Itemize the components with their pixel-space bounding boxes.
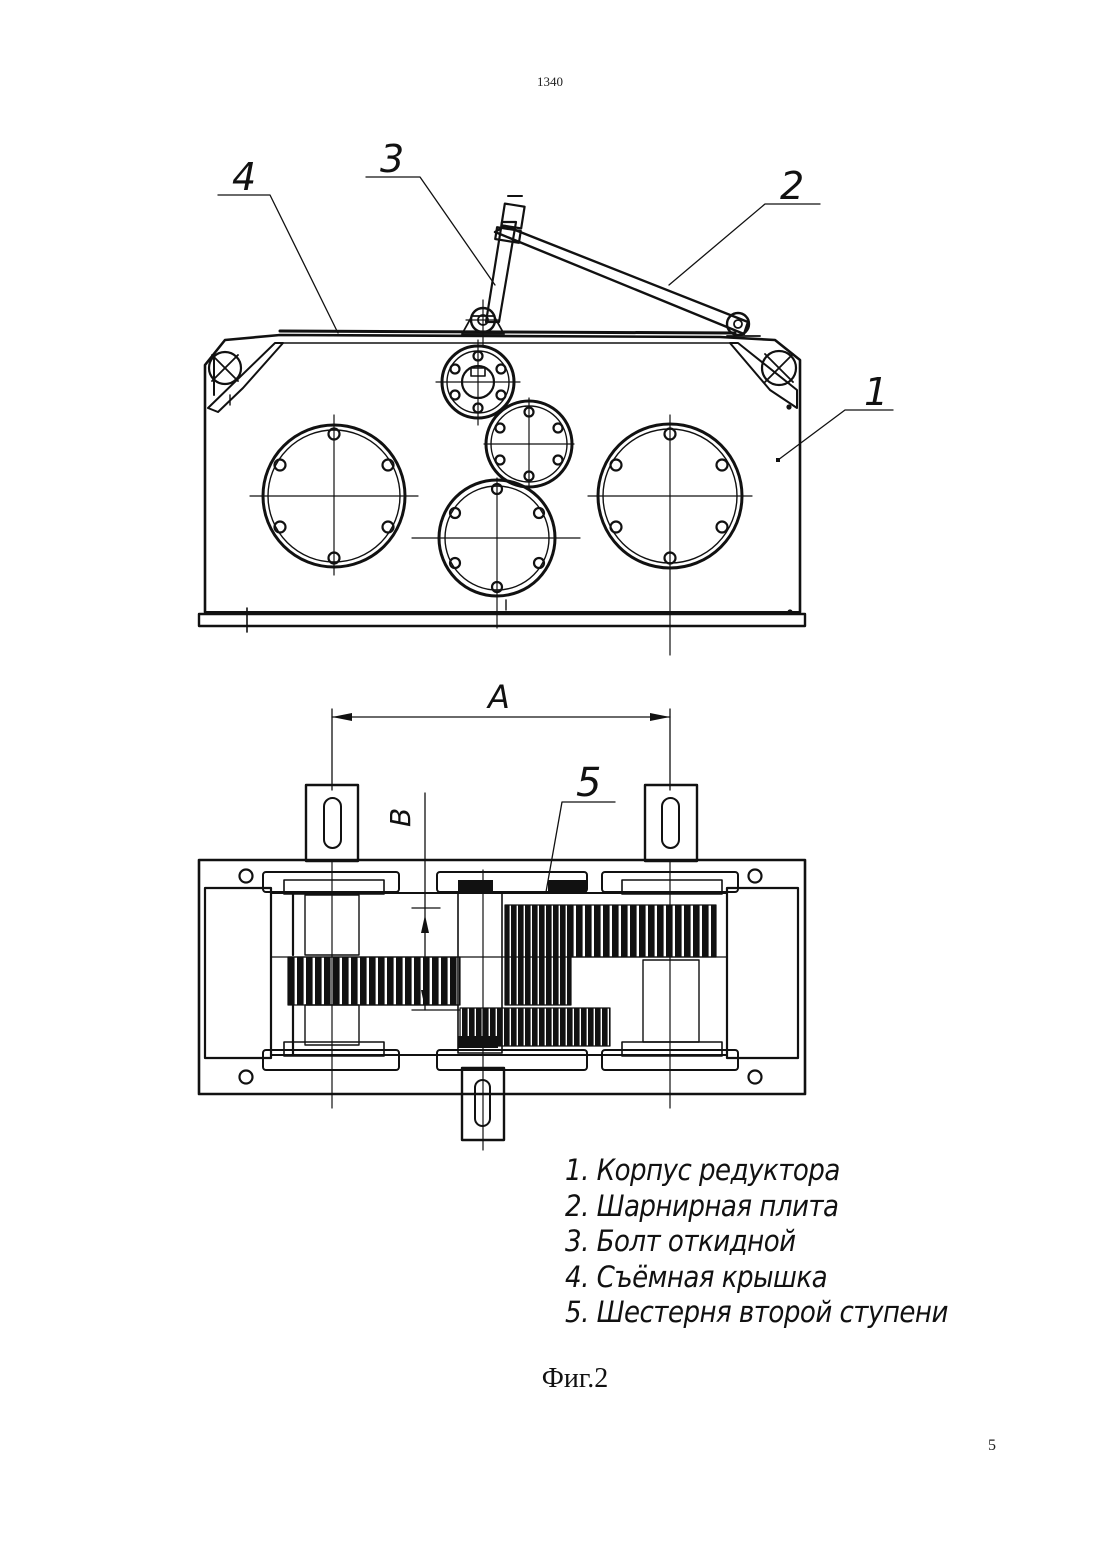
bearing-cover-left (250, 415, 418, 575)
legend-item-1: 1. Корпус редуктора (565, 1153, 948, 1189)
bearing-cover-bottom (412, 478, 580, 628)
callout-5-leader (546, 802, 615, 892)
gear-second-stage (458, 880, 716, 1048)
legend-item-4: 4. Съёмная крышка (565, 1260, 948, 1296)
callout-2: 2 (780, 164, 804, 208)
figure-caption: Фиг.2 (0, 1363, 1100, 1395)
bearing-cover-right (588, 415, 752, 655)
legend-item-3: 3. Болт откидной (565, 1224, 948, 1260)
plan-view (199, 785, 805, 1150)
swing-bolt (462, 196, 525, 345)
callout-1: 1 (864, 370, 888, 414)
legend-item-5: 5. Шестерня второй ступени (565, 1295, 948, 1331)
callout-5: 5 (576, 760, 601, 806)
gear-first-stage (288, 957, 460, 1005)
dimension-a-label: A (486, 678, 510, 716)
dimension-b-label: B (384, 808, 417, 827)
parts-legend: 1. Корпус редуктора 2. Шарнирная плита 3… (565, 1153, 990, 1331)
dimension-a (332, 709, 670, 790)
callout-4: 4 (232, 155, 256, 199)
page-number: 5 (988, 1437, 996, 1455)
removable-cover (280, 331, 735, 333)
front-view (199, 196, 805, 655)
callout-3: 3 (380, 137, 404, 181)
legend-item-2: 2. Шарнирная плита (565, 1189, 948, 1225)
output-shaft-left (263, 785, 399, 1108)
